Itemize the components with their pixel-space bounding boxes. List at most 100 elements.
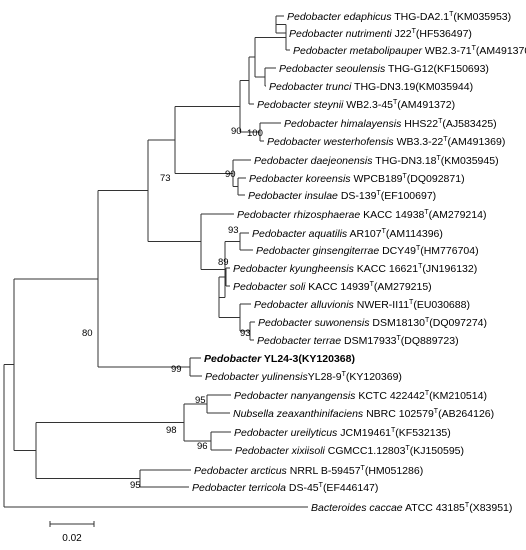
- bootstrap-value: 93: [240, 328, 251, 339]
- taxon-label: Pedobacter edaphicus THG-DA2.1T(KM035953…: [287, 11, 511, 23]
- type-strain-mark: T: [465, 502, 470, 509]
- type-strain-mark: T: [443, 136, 448, 143]
- strain-name: J22: [392, 28, 412, 40]
- type-strain-mark: T: [370, 281, 375, 288]
- taxon-label: Pedobacter ginsengiterrae DCY49T(HM77670…: [256, 245, 479, 257]
- accession-number: (KF150693): [433, 63, 488, 75]
- strain-name: AR107: [347, 228, 382, 240]
- bootstrap-value: 93: [228, 225, 239, 236]
- type-strain-mark: T: [376, 190, 381, 197]
- taxon-label: Pedobacter arcticus NRRL B-59457T(HM0512…: [194, 465, 423, 477]
- taxon-name: Pedobacter edaphicus: [287, 11, 392, 23]
- bootstrap-value: 95: [195, 395, 206, 406]
- taxon-label: Pedobacter koreensis WPCB189T(DQ092871): [249, 173, 465, 185]
- strain-name: WB2.3-45: [343, 99, 393, 111]
- strain-name: DS-45: [286, 482, 319, 494]
- taxon-name: Pedobacter insulae: [248, 190, 338, 202]
- taxon-label: Pedobacter aquatilis AR107T(AM114396): [252, 228, 443, 240]
- bootstrap-value: 95: [130, 480, 141, 491]
- accession-number: (AB264126): [438, 408, 494, 420]
- strain-name: KACC 16621: [354, 263, 418, 275]
- accession-number: (HF536497): [416, 28, 472, 40]
- taxon-name: Pedobacter nanyangensis: [234, 390, 356, 402]
- taxon-name: Pedobacter ginsengiterrae: [256, 245, 379, 257]
- accession-number: (DQ889723): [401, 335, 459, 347]
- taxon-name: Pedobacter xixiisoli: [235, 445, 326, 457]
- taxon-label: Pedobacter nanyangensis KCTC 422442T(KM2…: [234, 390, 487, 402]
- taxon-label: Pedobacter rhizosphaerae KACC 14938T(AM2…: [237, 209, 486, 221]
- accession-number: (X83951): [469, 502, 512, 514]
- taxon-label: Pedobacter steynii WB2.3-45T(AM491372): [257, 99, 455, 111]
- bootstrap-value: 90: [231, 126, 242, 137]
- accession-number: (HM776704): [420, 245, 478, 257]
- taxon-name: Pedobacter daejeonensis: [254, 155, 373, 167]
- taxon-name: Pedobacter nutrimenti: [289, 28, 392, 40]
- taxon-name: Pedobacter seoulensis: [279, 63, 386, 75]
- accession-number: (AM279214): [429, 209, 487, 221]
- bootstrap-value: 98: [166, 425, 177, 436]
- accession-number: (KM035944): [415, 81, 473, 93]
- accession-number: (EF446147): [323, 482, 378, 494]
- taxon-name: Pedobacter rhizosphaerae: [237, 209, 360, 221]
- strain-name: NWER-II11: [354, 299, 409, 311]
- taxon-name: Pedobacter ureilyticus: [234, 427, 338, 439]
- strain-name: THG-G12: [385, 63, 433, 75]
- taxon-label: Nubsella zeaxanthinifaciens NBRC 102579T…: [233, 408, 494, 420]
- taxon-label: Pedobacter xixiisoli CGMCC1.12803T(KJ150…: [235, 445, 464, 457]
- type-strain-mark: T: [409, 299, 414, 306]
- taxon-name: Pedobacter terricola: [192, 482, 286, 494]
- type-strain-mark: T: [403, 173, 408, 180]
- strain-name: KACC 14939: [305, 281, 369, 293]
- taxon-label: Pedobacter nutrimenti J22T(HF536497): [289, 28, 472, 40]
- strain-name: JCM19461: [337, 427, 391, 439]
- strain-name: CGMCC1.12803: [325, 445, 406, 457]
- taxon-label: Pedobacter suwonensis DSM18130T(DQ097274…: [258, 317, 487, 329]
- accession-number: (AM114396): [386, 228, 443, 240]
- accession-number: (KM035953): [453, 11, 511, 23]
- accession-number: (AJ583425): [442, 118, 496, 130]
- type-strain-mark: T: [391, 427, 396, 434]
- accession-number: (KY120369): [346, 371, 402, 383]
- taxon-label: Pedobacter soli KACC 14939T(AM279215): [233, 281, 432, 293]
- taxon-label: Pedobacter insulae DS-139T(EF100697): [248, 190, 436, 202]
- taxon-name: Pedobacter suwonensis: [258, 317, 370, 329]
- type-strain-mark: T: [397, 335, 402, 342]
- type-strain-mark: T: [438, 118, 443, 125]
- accession-number: (KJ150595): [410, 445, 464, 457]
- tree-branches: [3, 15, 308, 508]
- bootstrap-value: 73: [160, 173, 171, 184]
- accession-number: (DQ097274): [429, 317, 487, 329]
- taxon-name: Pedobacter westerhofensis: [267, 136, 394, 148]
- taxon-label: Pedobacter alluvionis NWER-II11T(EU03068…: [254, 299, 470, 311]
- taxon-name: Pedobacter soli: [233, 281, 306, 293]
- taxon-label: Pedobacter ureilyticus JCM19461T(KF53213…: [234, 427, 451, 439]
- strain-name: ATCC 43185: [403, 502, 465, 514]
- type-strain-mark: T: [416, 245, 421, 252]
- strain-name: NRRL B-59457: [287, 465, 361, 477]
- taxon-labels: Pedobacter edaphicus THG-DA2.1T(KM035953…: [192, 11, 526, 514]
- taxon-label: Pedobacter terricola DS-45T(EF446147): [192, 482, 378, 494]
- taxon-label: Pedobacter metabolipauper WB2.3-71T(AM49…: [293, 45, 526, 57]
- bootstrap-value: 89: [218, 257, 229, 268]
- type-strain-mark: T: [449, 11, 454, 18]
- taxon-name: Pedobacter aquatilis: [252, 228, 348, 240]
- bootstrap-value: 99: [171, 364, 182, 375]
- type-strain-mark: T: [342, 371, 347, 378]
- strain-name: HHS22: [401, 118, 438, 130]
- strain-name: DCY49: [379, 245, 416, 257]
- strain-name: DSM18130: [370, 317, 426, 329]
- taxon-name: Pedobacter arcticus: [194, 465, 288, 477]
- taxon-label: Pedobacter YL24-3(KY120368): [204, 353, 355, 365]
- scale-bar-label: 0.02: [62, 533, 82, 544]
- type-strain-mark: T: [393, 99, 398, 106]
- taxon-name: Pedobacter himalayensis: [284, 118, 402, 130]
- strain-name: KACC 14938: [360, 209, 424, 221]
- taxon-label: Pedobacter terrae DSM17933T(DQ889723): [257, 335, 459, 347]
- strain-name: DSM17933: [341, 335, 397, 347]
- type-strain-mark: T: [319, 482, 324, 489]
- accession-number: (EU030688): [413, 299, 470, 311]
- type-strain-mark: T: [412, 28, 417, 35]
- bootstrap-value: 96: [197, 441, 208, 452]
- type-strain-mark: T: [361, 465, 366, 472]
- taxon-name: Nubsella zeaxanthinifaciens: [233, 408, 364, 420]
